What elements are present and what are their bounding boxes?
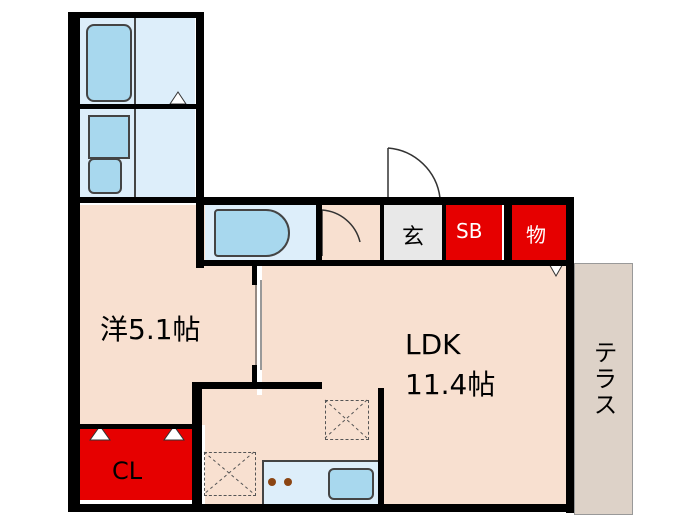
bath-divider xyxy=(134,17,136,105)
refrigerator-space-icon xyxy=(204,452,256,496)
wall-upper-row-bottom xyxy=(196,260,574,266)
ventilation-icon xyxy=(325,400,369,440)
wall-storage-left xyxy=(504,205,512,261)
storage-label: 物 xyxy=(526,223,546,247)
wall-entrance-left xyxy=(380,205,384,261)
wall-outer-right xyxy=(566,197,574,513)
wall-kitchen-left xyxy=(192,382,202,507)
stove-icon-2 xyxy=(284,478,292,486)
ldk-label-line1: LDK xyxy=(405,328,461,361)
sink-icon xyxy=(328,468,374,500)
storage[interactable] xyxy=(512,205,568,261)
wall-toilet-right xyxy=(316,205,322,261)
entrance[interactable] xyxy=(384,205,444,261)
wall-outer-left xyxy=(68,12,80,512)
shoe-box-label: SB xyxy=(456,219,483,243)
terrace xyxy=(574,263,633,515)
washing-machine-icon xyxy=(88,158,122,194)
wall-western-right-upper xyxy=(252,265,257,285)
wall-bath-bottom xyxy=(80,104,200,109)
wall-top-wet xyxy=(68,12,203,18)
wash-divider xyxy=(134,108,136,198)
ldk-label-line2: 11.4帖 xyxy=(405,368,496,401)
wall-bottom xyxy=(68,504,574,512)
shoe-box[interactable] xyxy=(446,205,502,261)
wall-sb-left xyxy=(442,205,446,261)
wall-closet-top xyxy=(80,424,195,429)
wall-kitchen-right xyxy=(378,388,384,506)
entrance-label: 玄 xyxy=(402,225,425,250)
western-room-label: 洋5.1帖 xyxy=(100,313,201,346)
wall-upper-row-top xyxy=(196,197,574,205)
toilet-icon xyxy=(214,209,290,257)
hall xyxy=(322,205,380,261)
stove-icon xyxy=(268,478,276,486)
wall-right-wet xyxy=(196,12,204,268)
terrace-label: テラス xyxy=(589,340,617,418)
bathtub-icon xyxy=(86,24,132,102)
closet-label: CL xyxy=(112,457,143,485)
wall-kitchen-top xyxy=(192,382,322,389)
wall-western-right-lower xyxy=(252,365,257,387)
western-room-lower xyxy=(80,380,192,430)
wall-wash-bottom xyxy=(80,197,200,203)
